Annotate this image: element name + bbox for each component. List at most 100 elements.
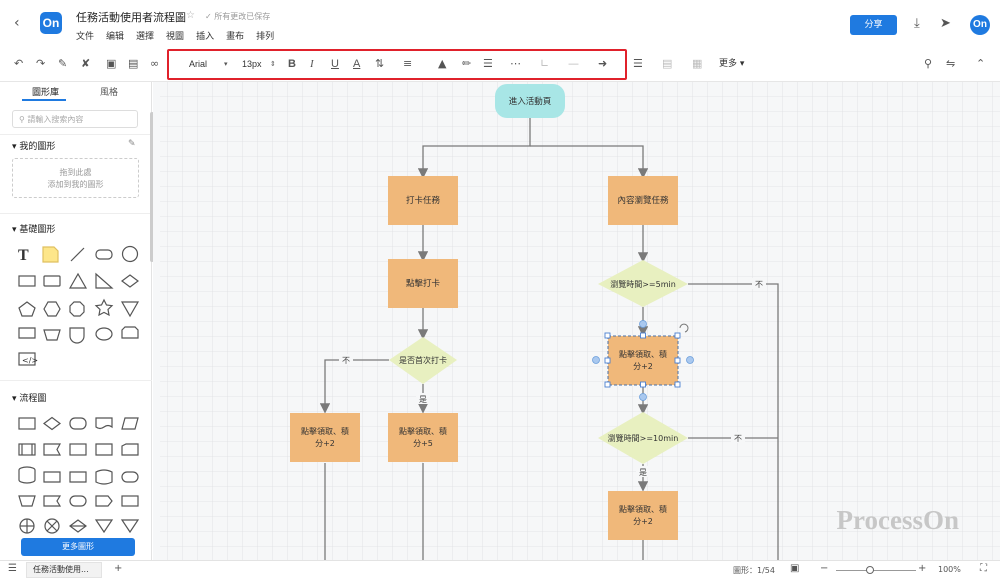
line-spacing-icon[interactable]: ⇅ [375, 57, 385, 70]
diamond-icon[interactable] [121, 274, 139, 288]
zoom-in-icon[interactable]: + [918, 563, 927, 574]
rectangle2-icon[interactable] [43, 275, 61, 287]
database-icon[interactable] [18, 466, 36, 484]
arrow-line-icon[interactable] [70, 247, 85, 262]
right-triangle-icon[interactable] [95, 272, 114, 289]
trapezoid-icon[interactable] [43, 329, 61, 341]
zoom-slider[interactable] [836, 570, 916, 571]
browse-task-node[interactable] [608, 176, 678, 225]
collapse-toolbar-icon[interactable]: ⌃ [976, 57, 986, 70]
triangle-icon[interactable] [68, 272, 88, 289]
drop-zone[interactable]: 拖到此處 添加到我的圖形 [12, 158, 139, 198]
menu-file[interactable]: 文件 [76, 32, 95, 42]
sidebar-scrollbar[interactable] [150, 112, 154, 262]
octagon-icon[interactable] [69, 301, 85, 317]
reward-plus2-left-node[interactable] [290, 413, 360, 462]
menu-select[interactable]: 選擇 [136, 32, 155, 42]
inverted-triangle-icon[interactable] [120, 301, 140, 318]
click-checkin-node[interactable] [388, 259, 458, 308]
decision-icon[interactable] [43, 416, 61, 431]
font-family-select[interactable]: Arial [189, 59, 208, 69]
predefined-icon[interactable] [18, 443, 36, 456]
layers-icon[interactable]: ☰ [8, 563, 17, 574]
font-color-icon[interactable]: A [353, 58, 361, 70]
document-title[interactable]: 任務活動使用者流程圖 [76, 11, 186, 24]
shape-search-input[interactable]: ⚲ 請輸入搜索內容 [12, 110, 138, 128]
connector[interactable] [417, 118, 531, 179]
reward-plus5-node[interactable] [388, 413, 458, 462]
menu-view[interactable]: 視圖 [166, 32, 185, 42]
stored-data-icon[interactable] [43, 443, 62, 456]
line-width-icon[interactable]: ☰ [483, 57, 493, 70]
rotate-handle-icon[interactable] [679, 323, 689, 333]
display-icon[interactable] [121, 471, 139, 483]
annotation-icon[interactable] [121, 495, 139, 507]
pentagon-icon[interactable] [18, 301, 36, 317]
delay-icon[interactable] [43, 495, 62, 507]
internal-storage-icon[interactable] [69, 443, 87, 456]
zoom-level[interactable]: 100% [938, 565, 961, 574]
underline-icon[interactable]: U [331, 58, 339, 70]
back-icon[interactable]: ‹ [14, 15, 20, 31]
preparation-icon[interactable] [69, 495, 87, 507]
connector-type-icon[interactable]: ∟ [540, 57, 550, 70]
undo-icon[interactable]: ↶ [14, 57, 24, 70]
link-icon[interactable]: ∞ [150, 57, 160, 70]
line-color-icon[interactable]: ✏ [462, 57, 472, 70]
punched-tape-icon[interactable] [95, 469, 113, 485]
more-menu[interactable]: 更多 ▾ [719, 59, 745, 69]
data-icon[interactable] [121, 417, 139, 430]
tab-style[interactable]: 風格 [100, 88, 119, 98]
download-icon[interactable]: ⤓ [914, 16, 920, 31]
image-frame-icon[interactable]: ▣ [106, 57, 117, 70]
checkin-task-node[interactable] [388, 176, 458, 225]
settings-icon[interactable]: ⇋ [946, 57, 956, 70]
find-replace-icon[interactable]: ⚲ [924, 57, 933, 70]
redo-icon[interactable]: ↷ [36, 57, 46, 70]
circle-icon[interactable] [121, 245, 139, 263]
rounded-rect-icon[interactable] [95, 249, 113, 260]
zoom-slider-handle[interactable] [866, 566, 874, 574]
cloud-shape-icon[interactable] [18, 327, 36, 339]
callout-icon[interactable] [95, 327, 113, 341]
line-style-icon[interactable]: ⋯ [510, 57, 521, 70]
document-icon[interactable] [95, 417, 113, 430]
processon-logo[interactable]: On [40, 12, 62, 34]
first-checkin-decision[interactable] [389, 337, 457, 384]
tab-shape-icon[interactable] [121, 326, 139, 339]
note-shape-icon[interactable] [42, 246, 59, 263]
or-icon[interactable] [44, 518, 60, 534]
merge-icon[interactable] [94, 519, 114, 534]
align-icon[interactable]: ≡ [403, 57, 413, 70]
rectangle-icon[interactable] [18, 275, 36, 287]
bold-icon[interactable]: B [288, 58, 296, 70]
section-my-shapes[interactable]: ▾ 我的圖形 [12, 142, 56, 152]
clear-format-icon[interactable]: ✘ [81, 57, 91, 70]
italic-icon[interactable]: I [310, 58, 314, 70]
fill-color-icon[interactable]: ▲ [438, 57, 447, 70]
code-block-icon[interactable] [18, 352, 36, 366]
menu-edit[interactable]: 编辑 [106, 32, 125, 42]
off-page-icon[interactable] [95, 495, 113, 507]
connector[interactable] [530, 145, 649, 179]
section-flowchart[interactable]: ▾ 流程圖 [12, 394, 47, 404]
connection-points[interactable] [592, 320, 694, 401]
tab-shape-library[interactable]: 圖形庫 [32, 88, 60, 98]
layers-icon[interactable]: ☰ [633, 57, 643, 70]
paper-tape-icon[interactable] [43, 471, 61, 483]
align-objects-icon[interactable]: ▤ [662, 57, 673, 70]
manual-input-icon[interactable] [95, 443, 113, 456]
format-painter-icon[interactable]: ✎ [58, 57, 68, 70]
avatar[interactable]: On [970, 15, 990, 35]
fullscreen-icon[interactable]: ⛶ [980, 563, 987, 574]
connector[interactable] [688, 283, 779, 560]
manual-loop-icon[interactable] [18, 495, 36, 507]
map-icon[interactable]: ▣ [790, 563, 800, 574]
manual-operation-icon[interactable] [69, 471, 87, 483]
terminator-icon[interactable] [69, 417, 87, 430]
reward-plus2-mid-node[interactable] [607, 335, 679, 386]
connector[interactable] [319, 359, 389, 414]
arrow-end-icon[interactable]: ➜ [598, 57, 608, 70]
text-shape-icon[interactable]: T [18, 247, 29, 264]
process-icon[interactable] [18, 417, 36, 430]
